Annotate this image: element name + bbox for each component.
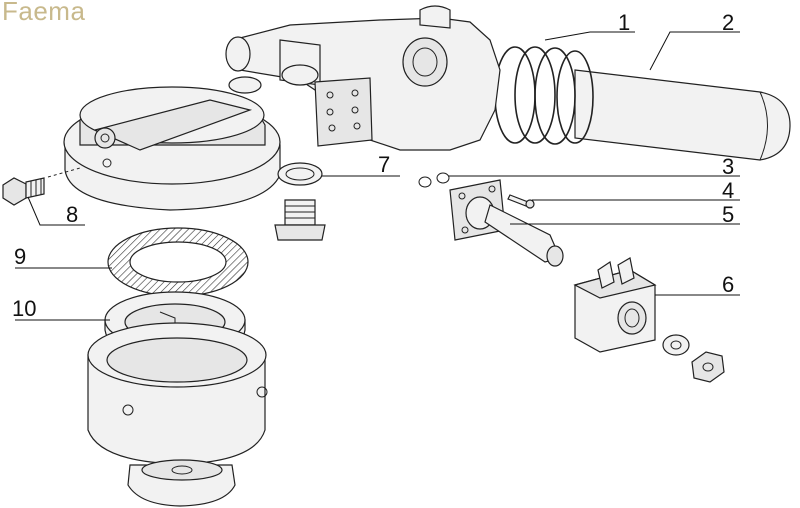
callout-7: 7	[378, 152, 390, 177]
part-5-valve	[449, 179, 564, 267]
callout-4: 4	[722, 178, 734, 203]
part-9-gasket	[107, 227, 249, 297]
part-6-coil	[573, 257, 725, 383]
callout-5: 5	[722, 202, 734, 227]
callout-1: 1	[618, 10, 630, 35]
part-upper-housing	[63, 76, 281, 211]
callout-2: 2	[722, 10, 734, 35]
part-2-tube	[574, 69, 791, 161]
leader-lines	[15, 31, 740, 321]
part-4-screw	[507, 194, 535, 209]
callout-10: 10	[12, 296, 36, 321]
part-lower-housing	[87, 322, 268, 507]
callout-8: 8	[66, 202, 78, 227]
callout-6: 6	[722, 272, 734, 297]
part-7-fitting	[274, 162, 326, 241]
callout-9: 9	[14, 244, 26, 269]
callout-3: 3	[722, 154, 734, 179]
part-mounting-plate	[314, 77, 373, 147]
part-8-bolt	[2, 167, 81, 206]
part-3-orings	[418, 172, 450, 188]
brand-logo: Faema	[2, 0, 86, 26]
